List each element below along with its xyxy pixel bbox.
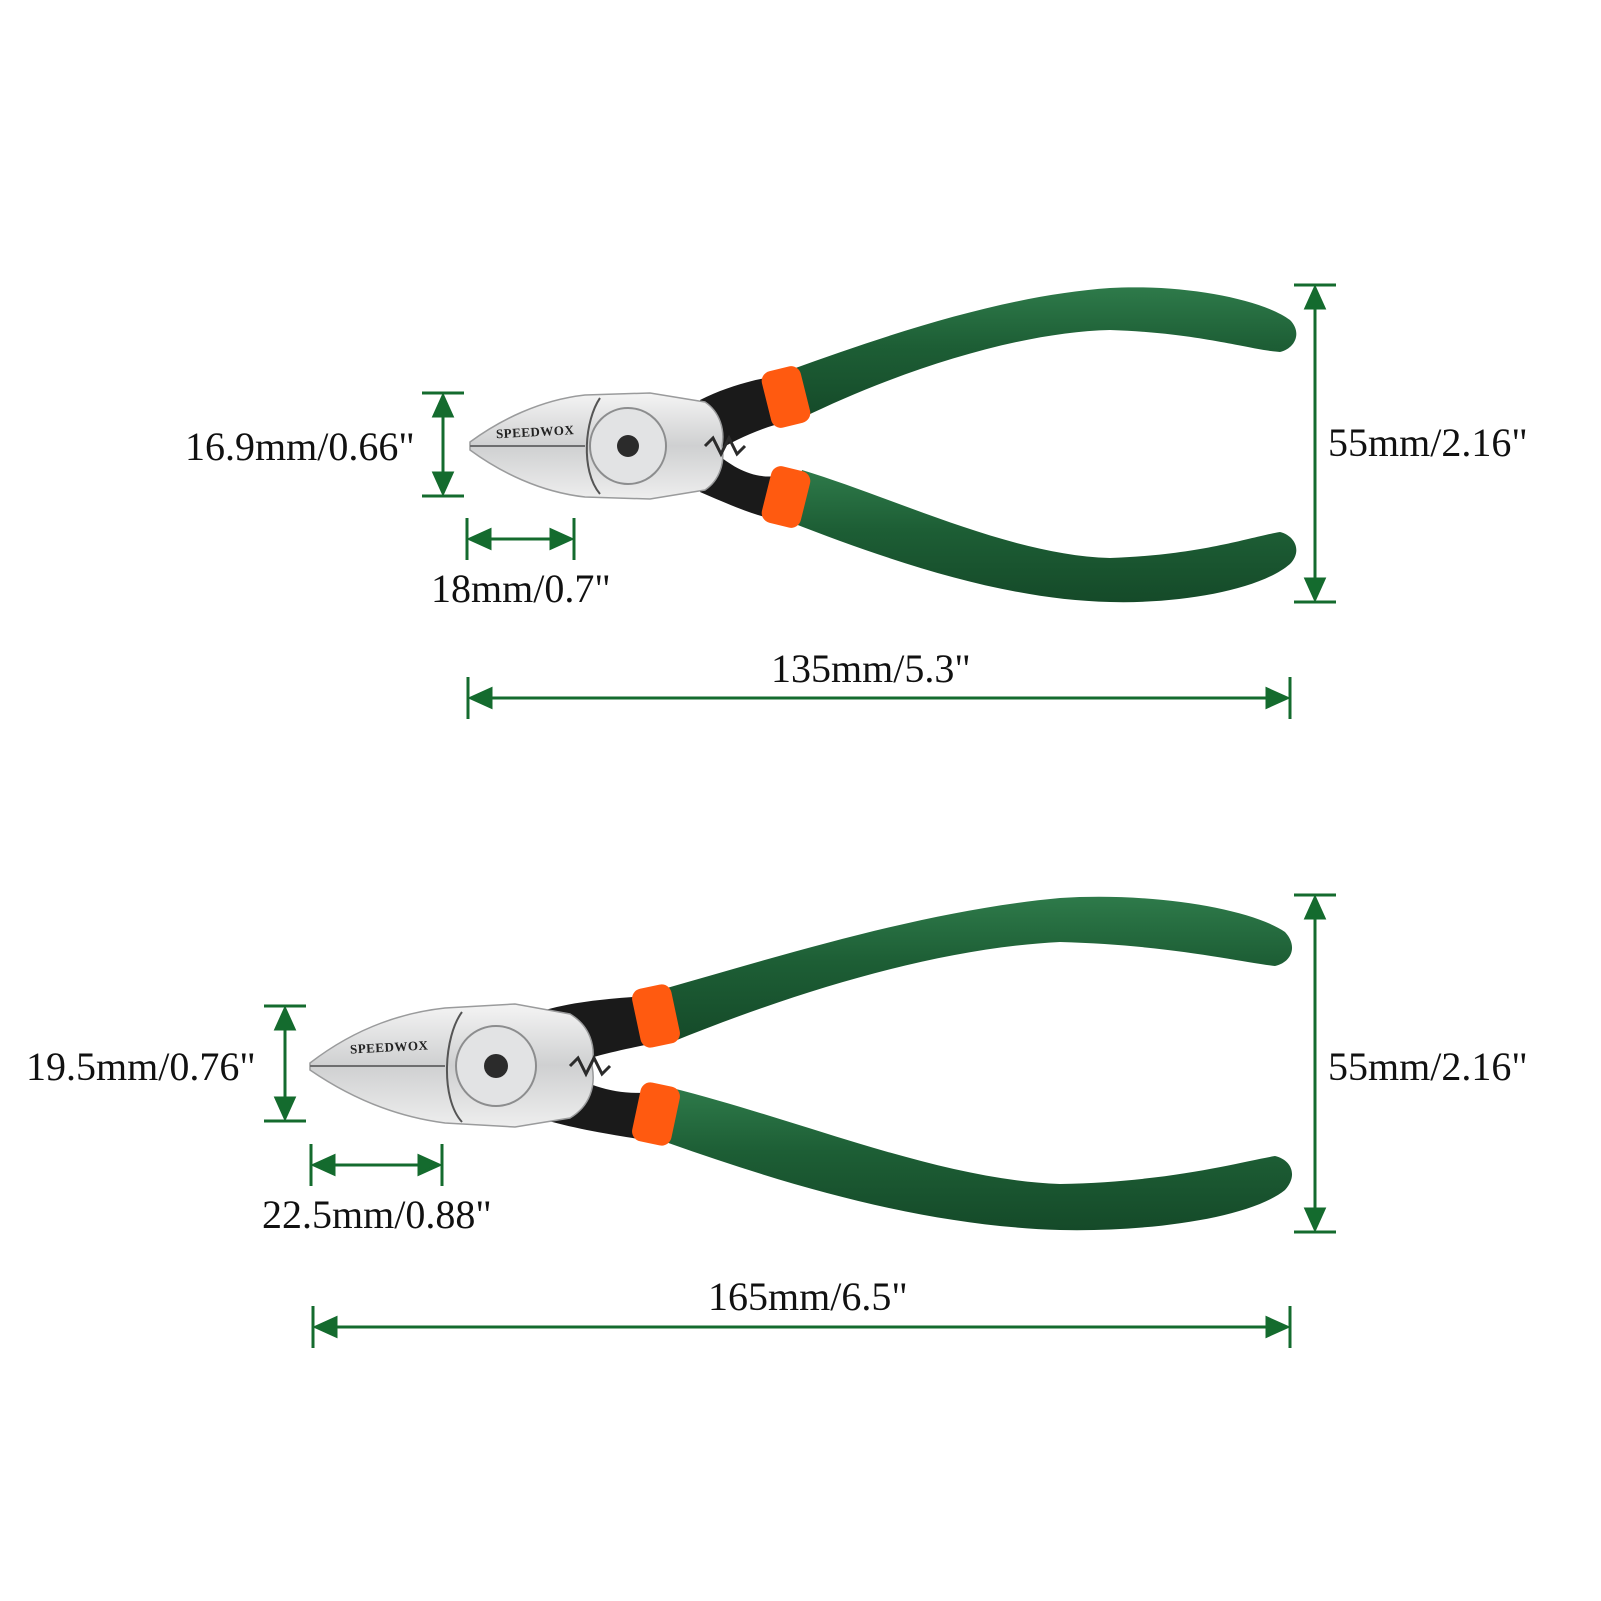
length-arrow-left	[312, 1315, 338, 1339]
lower-sleeve	[761, 466, 811, 528]
blade-length-label: 18mm/0.7"	[431, 566, 611, 611]
blade-length-arrow-left	[310, 1153, 336, 1177]
handle-span-label: 55mm/2.16"	[1328, 1044, 1528, 1089]
overall-length-label: 165mm/6.5"	[708, 1274, 908, 1319]
pivot-bolt	[484, 1054, 508, 1078]
length-arrow-left	[467, 686, 493, 710]
span-arrow-down	[1303, 577, 1327, 603]
blade-length-arrow-right	[549, 527, 575, 551]
spring-coil	[703, 434, 747, 458]
span-arrow-up	[1303, 894, 1327, 920]
pivot-bolt	[617, 435, 639, 457]
jaw-seam	[446, 1011, 463, 1123]
jaw-height-label: 16.9mm/0.66"	[185, 424, 415, 469]
lower-handle	[790, 470, 1297, 603]
cutter-large: SPEEDWOX	[309, 896, 1293, 1231]
upper-sleeve	[761, 366, 811, 428]
jaw-height-arrow-up	[273, 1005, 297, 1031]
lower-sleeve	[632, 1082, 680, 1146]
overall-length-label: 135mm/5.3"	[771, 646, 971, 691]
upper-handle	[660, 896, 1293, 1042]
lower-handle	[660, 1088, 1293, 1231]
handle-span-label: 55mm/2.16"	[1328, 420, 1528, 465]
dimensions-small	[422, 283, 1336, 719]
blade-length-label: 22.5mm/0.88"	[262, 1192, 492, 1237]
upper-sleeve	[632, 984, 680, 1048]
dimensions-large	[264, 893, 1336, 1348]
span-arrow-down	[1303, 1207, 1327, 1233]
cutter-small: SPEEDWOX	[469, 287, 1297, 603]
brand-logo: SPEEDWOX	[496, 422, 575, 441]
blade-length-arrow-right	[417, 1153, 443, 1177]
span-arrow-up	[1303, 284, 1327, 310]
jaw-height-label: 19.5mm/0.76"	[26, 1044, 256, 1089]
upper-handle	[790, 287, 1297, 418]
jaw-seam	[585, 397, 601, 495]
blade-length-arrow-left	[466, 527, 492, 551]
length-arrow-right	[1265, 686, 1291, 710]
brand-logo: SPEEDWOX	[350, 1037, 429, 1056]
jaw-height-arrow-down	[273, 1096, 297, 1122]
jaw-height-arrow-up	[431, 392, 455, 418]
jaw-height-arrow-down	[431, 471, 455, 497]
length-arrow-right	[1265, 1315, 1291, 1339]
spring-coil	[568, 1054, 612, 1078]
